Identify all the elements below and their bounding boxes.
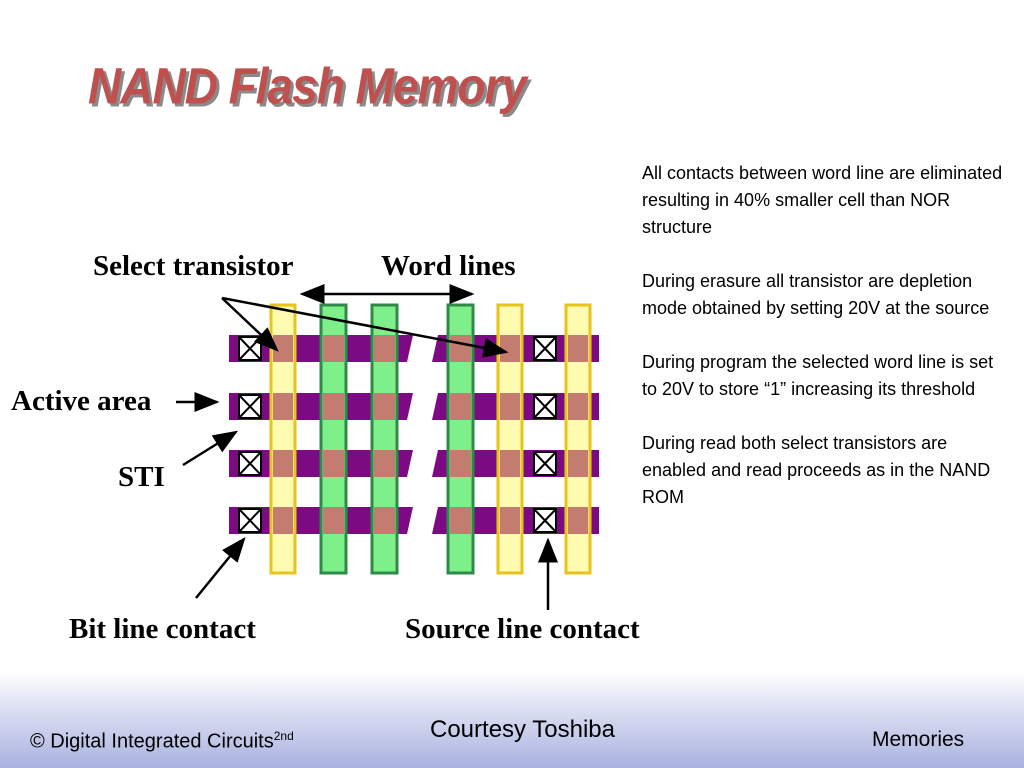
bit-line-contact-1 — [238, 336, 262, 361]
source-line-contact-4 — [533, 508, 557, 533]
note-contacts: All contacts between word line are elimi… — [642, 163, 1003, 237]
label-select-transistor: Select transistor — [93, 250, 294, 282]
label-active-area: Active area — [11, 385, 152, 417]
bit-line-contact-2 — [238, 394, 262, 419]
footer-section: Memories — [872, 728, 965, 751]
label-word-lines: Word lines — [381, 250, 516, 282]
notes-panel: All contacts between word line are elimi… — [642, 160, 1012, 538]
source-line-contact-2 — [533, 394, 557, 419]
note-read: During read both select transistors are … — [642, 433, 991, 507]
source-line-contact-3 — [533, 451, 557, 476]
footer-edition: 2nd — [273, 729, 294, 743]
annotation-arrows — [176, 284, 558, 610]
footer-copyright-text: © Digital Integrated Circuits — [30, 730, 274, 753]
label-bit-line-contact: Bit line contact — [69, 613, 256, 645]
footer-bar — [0, 672, 1024, 768]
select-transistor-pointer-right — [221, 296, 509, 358]
label-source-line-contact: Source line contact — [405, 613, 640, 645]
bit-line-contact-4 — [238, 508, 262, 533]
slide-title: NAND Flash Memory — [88, 57, 527, 115]
note-program: During program the selected word line is… — [642, 352, 994, 399]
source-line-contacts — [533, 336, 557, 533]
nand-layout-diagram — [176, 284, 599, 610]
footer-copyright: © Digital Integrated Circuits2nd — [30, 729, 294, 754]
sti-pointer — [182, 430, 239, 467]
select-transistor-pointer-left — [221, 297, 279, 352]
label-sti: STI — [118, 461, 165, 493]
source-line-contact-1 — [533, 336, 557, 361]
bit-line-contacts — [238, 336, 262, 533]
bit-line-contact-pointer — [195, 537, 246, 599]
footer-courtesy: Courtesy Toshiba — [430, 716, 615, 743]
bit-line-contact-3 — [238, 451, 262, 476]
gate-overlaps — [273, 335, 588, 534]
note-erasure: During erasure all transistor are deplet… — [642, 271, 990, 318]
